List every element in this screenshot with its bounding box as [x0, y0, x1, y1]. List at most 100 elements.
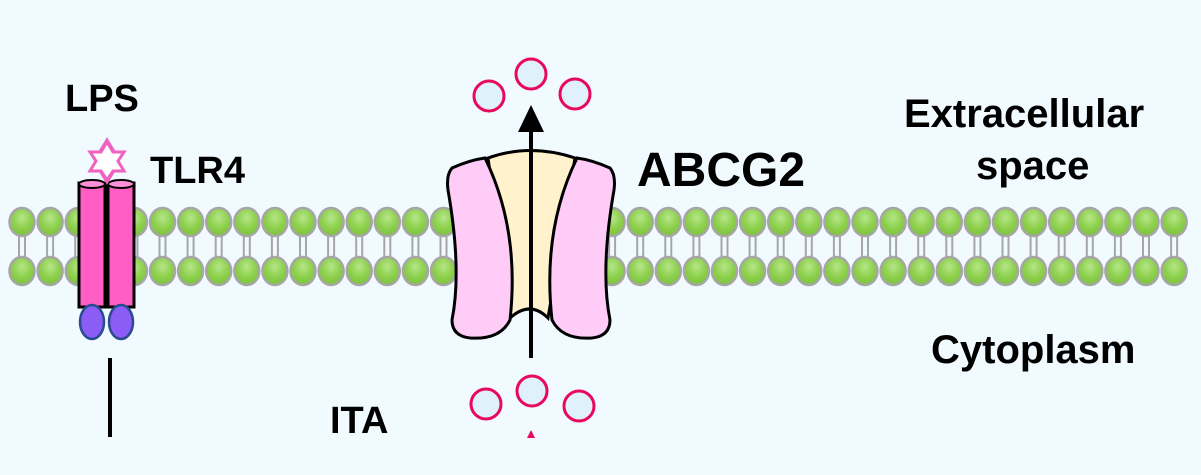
ita-molecules-cytoplasm: [469, 374, 596, 438]
lipid-head: [907, 255, 935, 287]
lipid-head: [1047, 255, 1076, 287]
lipid-head: [345, 206, 373, 238]
lipid-molecule: [823, 206, 851, 287]
lipid-head: [851, 255, 879, 287]
lipid-head: [851, 206, 879, 238]
lipid-head: [879, 255, 907, 287]
lipid-head: [654, 255, 683, 287]
ita-label: ITA: [330, 400, 389, 442]
lipid-head: [710, 206, 739, 238]
circle-molecule-icon: [472, 79, 506, 113]
lipid-head: [1132, 255, 1160, 287]
lipid-head: [1076, 206, 1104, 238]
lipid-head: [907, 206, 935, 238]
lipid-molecule: [204, 206, 233, 287]
lipid-head: [935, 206, 964, 238]
lipid-head: [823, 255, 851, 287]
lipid-head: [682, 255, 711, 287]
lipid-molecule: [626, 206, 654, 287]
lipid-head: [991, 206, 1020, 238]
hexagram-star-icon: [87, 137, 127, 185]
lipid-molecule: [654, 206, 683, 287]
lipid-head: [738, 255, 767, 287]
lipid-head: [8, 206, 36, 238]
lipid-molecule: [766, 206, 795, 287]
lipid-molecule: [879, 206, 907, 287]
lipid-head: [373, 206, 402, 238]
lipid-molecule: [176, 206, 205, 287]
ita-molecules-extracellular: [472, 57, 592, 113]
lipid-head: [317, 255, 345, 287]
lipid-molecule: [1019, 206, 1048, 287]
lipid-head: [176, 255, 205, 287]
abcg2-right-subunit: [548, 156, 616, 340]
lipid-head: [1076, 255, 1104, 287]
lipid-molecule: [1047, 206, 1076, 287]
lipid-head: [935, 255, 964, 287]
lipid-head: [626, 206, 654, 238]
lipid-molecule: [795, 206, 823, 287]
lipid-head: [738, 206, 767, 238]
lipid-head: [823, 206, 851, 238]
circle-molecule-icon: [514, 57, 548, 91]
lipid-head: [963, 206, 992, 238]
lipid-molecule: [1076, 206, 1104, 287]
lipid-head: [1132, 206, 1160, 238]
lipid-head: [401, 255, 430, 287]
lipid-molecule: [8, 206, 36, 287]
lipid-head: [345, 255, 373, 287]
circle-molecule-icon: [562, 389, 596, 423]
tlr4-right-helix: [106, 181, 136, 309]
lipid-molecule: [345, 206, 373, 287]
tlr4-label: TLR4: [150, 150, 245, 192]
lipid-head: [401, 206, 430, 238]
lipid-head: [148, 206, 177, 238]
lipid-molecule: [991, 206, 1020, 287]
lipid-molecule: [373, 206, 402, 287]
lipid-head: [626, 255, 654, 287]
lipid-head: [1104, 255, 1132, 287]
lipid-molecule: [261, 206, 289, 287]
lipid-molecule: [682, 206, 711, 287]
lipid-head: [1047, 206, 1076, 238]
lipid-head: [261, 255, 289, 287]
circle-molecule-icon: [515, 374, 549, 408]
lipid-head: [1019, 206, 1048, 238]
lipid-head: [148, 255, 177, 287]
lipid-head: [963, 255, 992, 287]
lipid-molecule: [851, 206, 879, 287]
lipid-molecule: [148, 206, 177, 287]
arrow-up-icon: [518, 105, 544, 358]
lipid-molecule: [317, 206, 345, 287]
lipid-molecule: [233, 206, 261, 287]
lipid-molecule: [1160, 206, 1188, 287]
lipid-molecule: [935, 206, 964, 287]
lipid-molecule: [1104, 206, 1132, 287]
lipid-head: [795, 255, 823, 287]
lipid-head: [1019, 255, 1048, 287]
lipid-head: [233, 206, 261, 238]
lipid-head: [36, 206, 64, 238]
cytoplasm-label: Cytoplasm: [931, 328, 1136, 372]
lipid-molecule: [401, 206, 430, 287]
extracellular-label-line2: space: [976, 144, 1090, 188]
lipid-head: [1160, 206, 1188, 238]
lipid-head: [429, 255, 458, 287]
lipid-head: [289, 206, 317, 238]
lipid-molecule: [710, 206, 739, 287]
lipid-head: [204, 206, 233, 238]
abcg2-label: ABCG2: [637, 144, 806, 197]
tlr4-left-helix: [77, 181, 107, 309]
lipid-head: [373, 255, 402, 287]
lipid-head: [795, 206, 823, 238]
lipid-molecule: [907, 206, 935, 287]
lipid-molecule: [429, 206, 458, 287]
lipid-head: [1104, 206, 1132, 238]
lipid-head: [710, 255, 739, 287]
lipid-molecule: [289, 206, 317, 287]
tlr4-tir-domain: [78, 303, 106, 341]
lps-label: LPS: [65, 78, 139, 120]
lipid-head: [1160, 255, 1188, 287]
lipid-molecule: [963, 206, 992, 287]
